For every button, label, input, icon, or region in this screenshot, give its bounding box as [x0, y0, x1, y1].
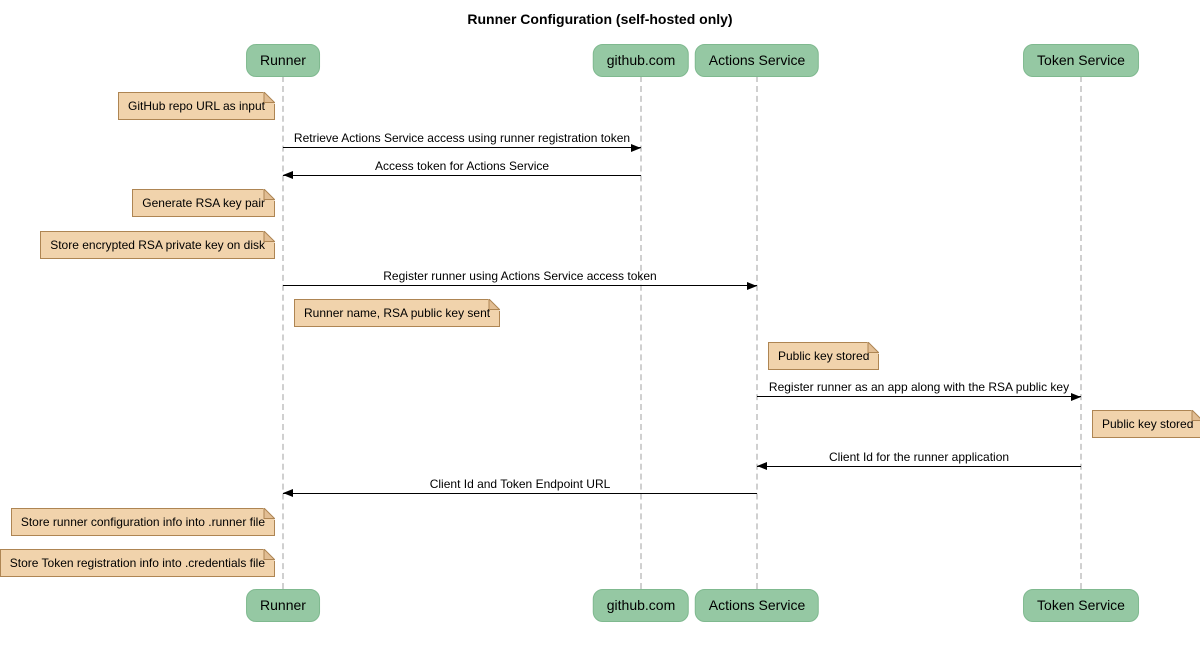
- note: Store Token registration info into .cred…: [0, 549, 275, 577]
- lifeline-token-service: [1080, 76, 1082, 589]
- note-fold-icon: [263, 231, 275, 242]
- lifeline-github: [640, 76, 642, 589]
- participant-actions-service-top: Actions Service: [694, 44, 820, 77]
- message-label: Register runner as an app along with the…: [768, 380, 1070, 394]
- participant-runner-top: Runner: [246, 44, 320, 77]
- message-line: [283, 147, 641, 148]
- note-fold-icon: [263, 92, 275, 103]
- message-line: [283, 285, 757, 286]
- note-text: GitHub repo URL as input: [128, 99, 265, 113]
- note-text: Generate RSA key pair: [142, 196, 265, 210]
- participant-token-service-bottom: Token Service: [1023, 589, 1139, 622]
- note-fold-icon: [263, 189, 275, 200]
- arrowhead-icon: [1071, 393, 1081, 401]
- note-text: Public key stored: [1102, 417, 1194, 431]
- message-line: [283, 493, 757, 494]
- note-fold-icon: [867, 342, 880, 353]
- note: Store encrypted RSA private key on disk: [40, 231, 275, 259]
- message-label: Client Id and Token Endpoint URL: [429, 477, 611, 491]
- note-fold-icon: [263, 508, 275, 519]
- note: Store runner configuration info into .ru…: [10, 508, 275, 536]
- note-text: Public key stored: [778, 349, 870, 363]
- message-label: Client Id for the runner application: [828, 450, 1010, 464]
- message-label: Access token for Actions Service: [374, 159, 550, 173]
- note-fold-icon: [488, 299, 501, 310]
- participant-github-bottom: github.com: [592, 589, 690, 622]
- arrowhead-icon: [283, 489, 293, 497]
- lifeline-actions-service: [756, 76, 758, 589]
- participant-github-top: github.com: [592, 44, 690, 77]
- participant-actions-service-bottom: Actions Service: [694, 589, 820, 622]
- lifeline-runner: [282, 76, 284, 589]
- note: Generate RSA key pair: [132, 189, 275, 217]
- note-text: Runner name, RSA public key sent: [304, 306, 491, 320]
- message-label: Register runner using Actions Service ac…: [383, 269, 657, 283]
- note-fold-icon: [263, 549, 275, 560]
- arrowhead-icon: [631, 144, 641, 152]
- note-text: Store runner configuration info into .ru…: [20, 515, 265, 529]
- arrowhead-icon: [283, 171, 293, 179]
- message-line: [283, 175, 641, 176]
- arrowhead-icon: [747, 282, 757, 290]
- note: Public key stored: [1092, 410, 1200, 438]
- note-text: Store Token registration info into .cred…: [9, 556, 265, 570]
- note-text: Store encrypted RSA private key on disk: [50, 238, 265, 252]
- note: GitHub repo URL as input: [118, 92, 275, 120]
- message-label: Retrieve Actions Service access using ru…: [293, 131, 631, 145]
- note: Runner name, RSA public key sent: [294, 299, 501, 327]
- participant-token-service-top: Token Service: [1023, 44, 1139, 77]
- message-line: [757, 466, 1081, 467]
- note: Public key stored: [768, 342, 880, 370]
- message-line: [757, 396, 1081, 397]
- diagram-title: Runner Configuration (self-hosted only): [467, 11, 733, 27]
- arrowhead-icon: [757, 462, 767, 470]
- note-fold-icon: [1191, 410, 1200, 421]
- participant-runner-bottom: Runner: [246, 589, 320, 622]
